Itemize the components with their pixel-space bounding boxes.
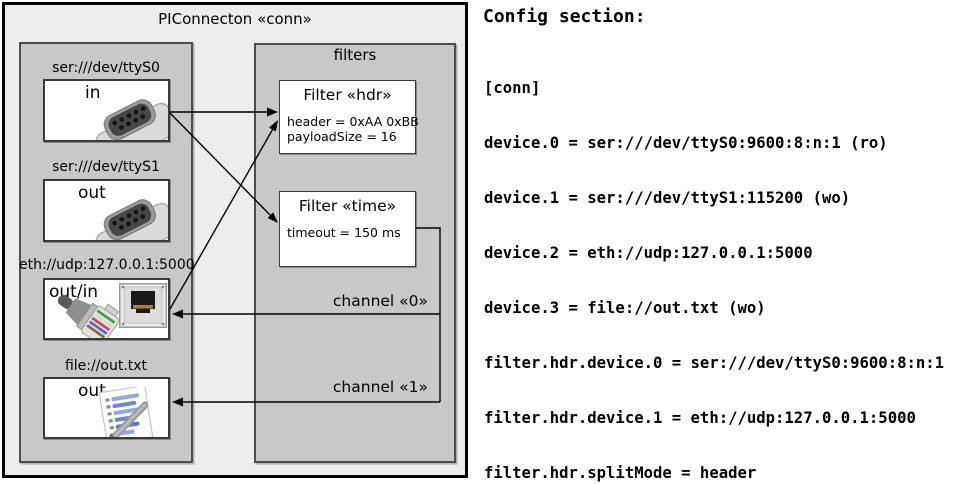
device-label-ttys0: ser:///dev/ttyS0 [52,60,160,76]
config-line: filter.hdr.splitMode = header [484,463,757,482]
device-box-ttys0: in [43,79,170,142]
device-label-file: file://out.txt [64,358,148,374]
config-line: [conn] [484,78,541,97]
config-line: device.0 = ser:///dev/ttyS0:9600:8:n:1 (… [484,133,888,152]
config-line: device.3 = file://out.txt (wo) [484,298,766,317]
ethernet-plug-icon [57,294,120,338]
filters-panel-title: filters [333,46,377,64]
config-heading: Config section: [483,6,646,27]
filter-hdr-property-payloadsize: payloadSize = 16 [287,129,397,144]
device-port-label: in [85,83,101,103]
device-port-label: out [78,381,106,401]
diagram-title: PIConnecton «conn» [158,10,312,28]
config-section: [conn] device.0 = ser:///dev/ttyS0:9600:… [484,42,953,484]
device-label-ttys1: ser:///dev/ttyS1 [52,159,160,175]
config-line: filter.hdr.device.0 = ser:///dev/ttyS0:9… [484,353,945,372]
filter-time-property-timeout: timeout = 150 ms [287,225,401,240]
pen-icon [109,401,149,437]
config-line: device.2 = eth://udp:127.0.0.1:5000 [484,243,813,262]
ethernet-faceplate-icon [119,283,167,328]
device-box-eth: out/in [43,278,170,340]
filter-hdr-property-header: header = 0xAA 0xBB [287,114,419,129]
filter-box-hdr: Filter «hdr» header = 0xAA 0xBB payloadS… [279,80,419,154]
filter-time-title: Filter «time» [298,197,397,215]
config-line: filter.hdr.device.1 = eth://udp:127.0.0.… [484,408,916,427]
device-box-ttys1: out [43,179,170,242]
device-box-file: out [43,377,170,439]
channel-0-label: channel «0» [332,292,428,310]
device-label-eth: eth://udp:127.0.0.1:5000 [19,257,195,273]
filter-box-time: Filter «time» timeout = 150 ms [279,191,416,267]
config-line: device.1 = ser:///dev/ttyS1:115200 (wo) [484,188,851,207]
device-port-label: out [78,183,106,203]
serial-connector-icon [95,99,168,140]
filter-hdr-title: Filter «hdr» [303,86,392,104]
notepad-pen-icon [98,387,154,437]
serial-connector-icon [95,199,168,240]
channel-1-label: channel «1» [332,378,428,396]
